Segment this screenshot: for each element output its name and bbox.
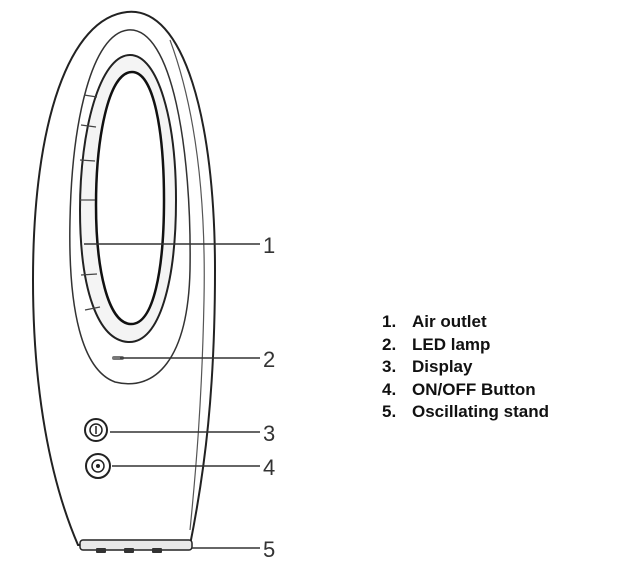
legend-label: LED lamp [412, 334, 491, 354]
callout-number-1: 1 [263, 233, 275, 258]
stand-feet [96, 548, 162, 553]
callout-number-2: 2 [263, 347, 275, 372]
legend-item: 5. Oscillating stand [382, 401, 549, 424]
legend-number: 2. [382, 334, 397, 354]
led-lamp [112, 356, 124, 360]
slot-line [80, 273, 98, 276]
legend-item: 1. Air outlet [382, 311, 549, 334]
slot-line [83, 94, 98, 98]
legend-label: Oscillating stand [412, 402, 549, 422]
slot-line [80, 124, 97, 128]
callout-number-3: 3 [263, 421, 275, 446]
fan-body-side-line [169, 39, 205, 531]
legend-item: 3. Display [382, 356, 549, 379]
leader-lines [84, 243, 260, 549]
callout-number-5: 5 [263, 537, 275, 562]
air-outlet-slots [79, 94, 101, 311]
legend-number: 4. [382, 379, 397, 399]
callout-number-4: 4 [263, 455, 275, 480]
legend-label: Air outlet [412, 312, 487, 331]
legend-number: 1. [382, 312, 397, 331]
air-outlet-opening [94, 70, 166, 326]
slot-line [79, 159, 96, 162]
legend-number: 5. [382, 402, 397, 422]
oscillating-stand [79, 539, 193, 551]
parts-legend: 1. Air outlet 2. LED lamp 3. Display 4. ON/O… [382, 311, 549, 424]
stand-foot [152, 548, 162, 553]
slot-line [84, 306, 101, 311]
legend-item: 2. LED lamp [382, 334, 549, 357]
legend-item: 4. ON/OFF Button [382, 379, 549, 402]
on-off-button-dot [96, 464, 100, 468]
stand-foot [96, 548, 106, 553]
legend-label: ON/OFF Button [412, 379, 536, 399]
legend-label: Display [412, 357, 473, 377]
stand-foot [124, 548, 134, 553]
legend-number: 3. [382, 357, 397, 377]
